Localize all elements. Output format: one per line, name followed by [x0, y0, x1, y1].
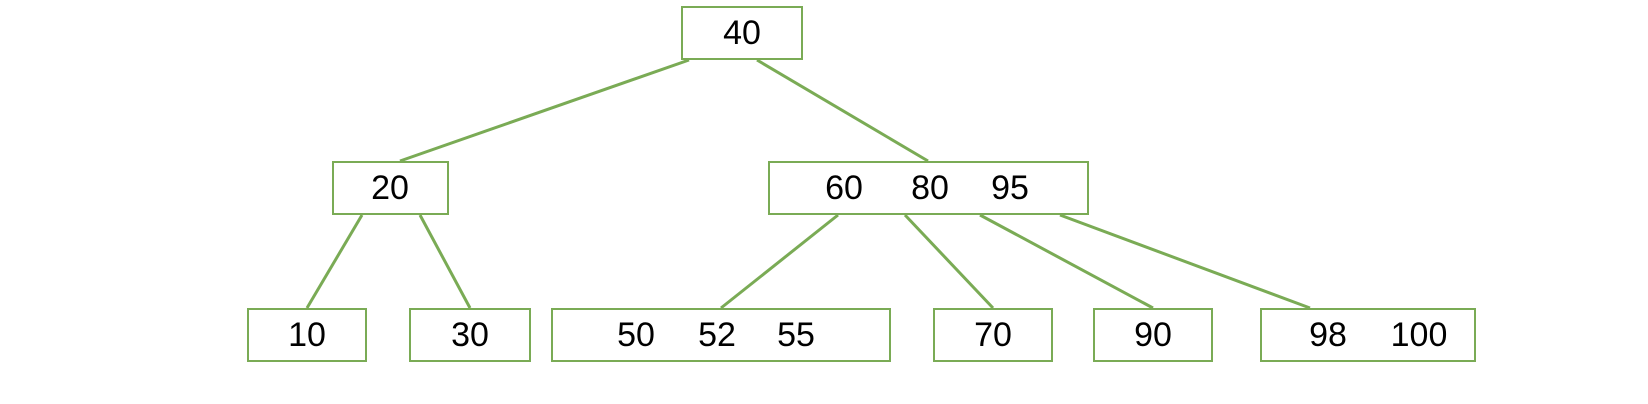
tree-node-leaf-30[interactable]: 30: [409, 308, 531, 362]
tree-node-leaf-90[interactable]: 90: [1093, 308, 1213, 362]
tree-node-leaf-70[interactable]: 70: [933, 308, 1053, 362]
node-key: 10: [288, 316, 326, 354]
tree-edge: [418, 214, 472, 309]
node-key-list: 20: [334, 163, 447, 213]
node-key: 80: [911, 169, 949, 207]
tree-edge: [399, 58, 690, 163]
node-key: 52: [698, 316, 736, 354]
node-key: 98: [1309, 316, 1347, 354]
tree-edge: [979, 213, 1154, 310]
node-key: 60: [825, 169, 863, 207]
tree-node-n-20[interactable]: 20: [332, 161, 449, 215]
tree-edge: [756, 58, 929, 163]
node-key-list: 50 52 55: [553, 310, 889, 360]
node-key: 95: [991, 169, 1029, 207]
tree-node-leaf-50-52-55[interactable]: 50 52 55: [551, 308, 891, 362]
tree-node-leaf-10[interactable]: 10: [247, 308, 367, 362]
tree-node-root[interactable]: 40: [681, 6, 803, 60]
tree-edge: [305, 214, 364, 309]
node-key: 50: [617, 316, 655, 354]
node-key-list: 70: [935, 310, 1051, 360]
node-key-list: 30: [411, 310, 529, 360]
tree-node-leaf-98-100[interactable]: 98 100: [1260, 308, 1476, 362]
node-key: 90: [1134, 316, 1172, 354]
node-key: 55: [777, 316, 815, 354]
tree-edge: [1059, 213, 1311, 310]
node-key: 70: [974, 316, 1012, 354]
node-key-list: 98 100: [1262, 310, 1474, 360]
node-key: 40: [723, 14, 761, 52]
tree-edge: [903, 213, 995, 310]
node-key: 100: [1390, 316, 1448, 354]
node-key-list: 40: [683, 8, 801, 58]
node-key-list: 90: [1095, 310, 1211, 360]
node-key: 30: [451, 316, 489, 354]
tree-edge: [720, 213, 839, 310]
node-key: 20: [371, 169, 409, 207]
node-key-list: 60 80 95: [770, 163, 1087, 213]
tree-node-n-60-80-95[interactable]: 60 80 95: [768, 161, 1089, 215]
node-key-list: 10: [249, 310, 365, 360]
